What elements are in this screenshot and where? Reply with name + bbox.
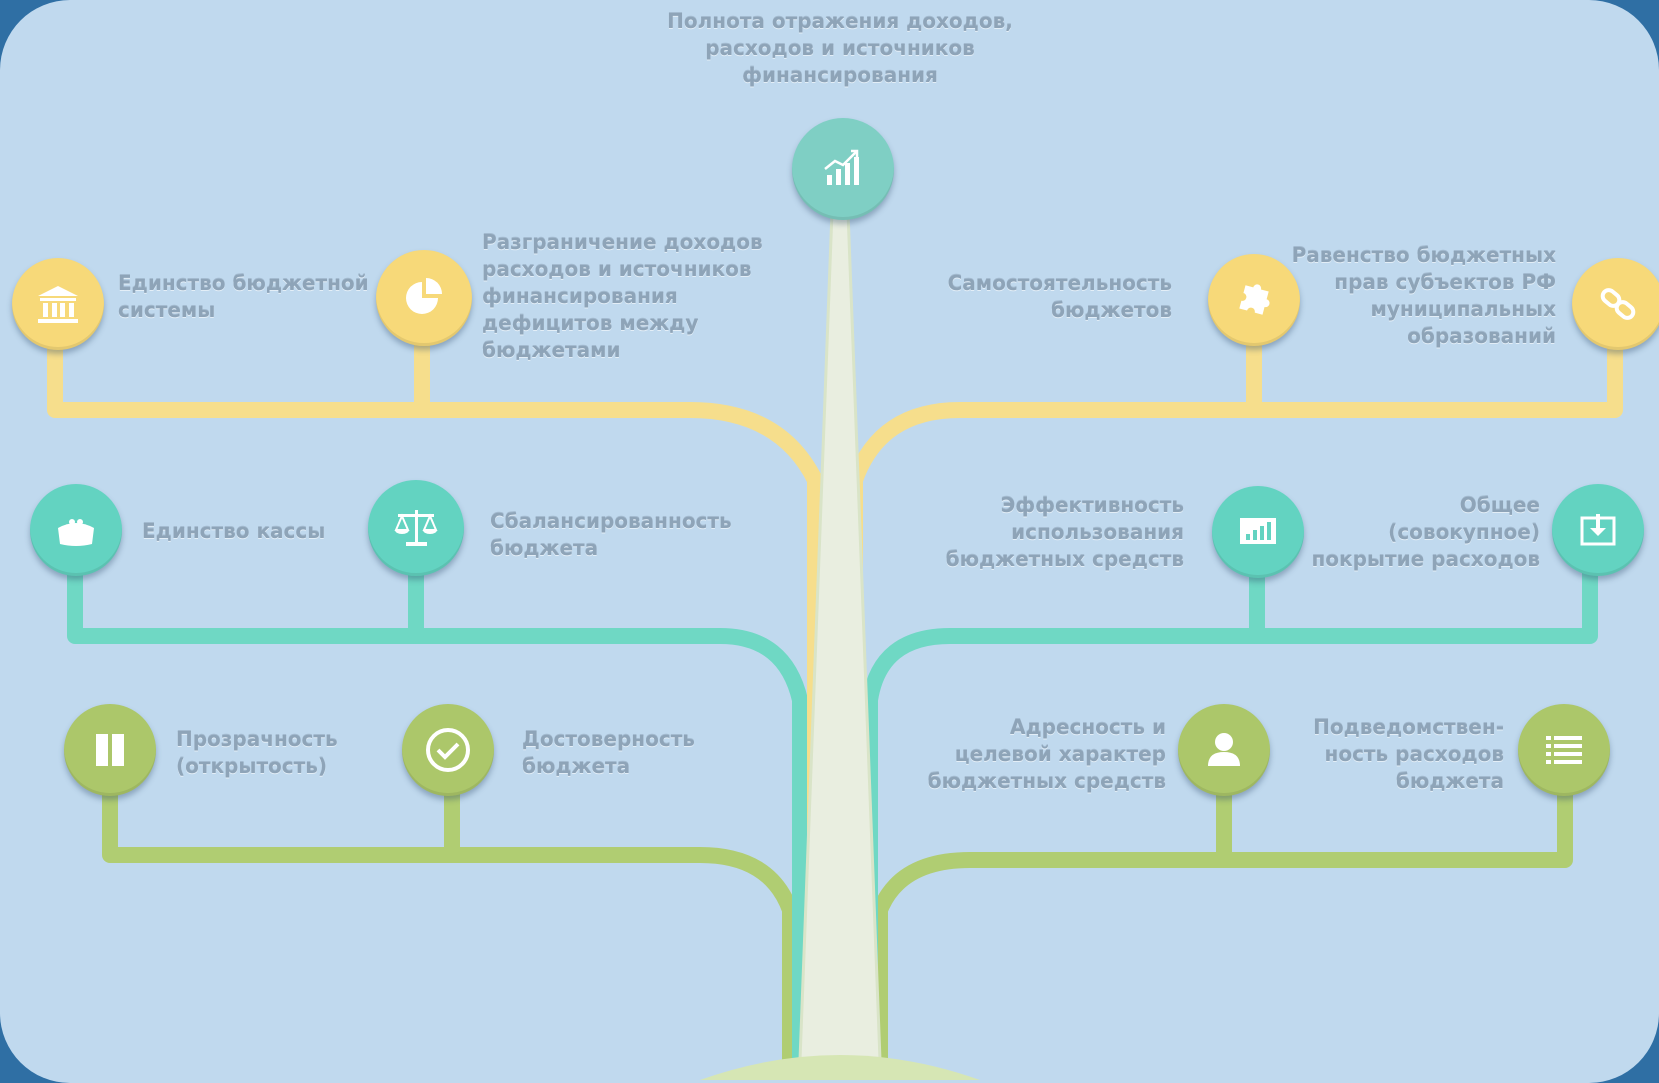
label-efficiency: Эффективность использования бюджетных ср…	[945, 493, 1184, 571]
pie-chart-icon	[406, 278, 442, 314]
node-independence	[1208, 254, 1300, 346]
ground	[700, 1055, 980, 1080]
top-node	[792, 118, 894, 220]
node-targeting	[1178, 704, 1270, 796]
user-icon	[1208, 733, 1240, 766]
label-independence: Самостоятельность бюджетов	[947, 271, 1172, 322]
teal-branch-left	[67, 557, 808, 1068]
node-subordination	[1518, 704, 1610, 796]
label-budget-system-unity: Единство бюджетной системы	[118, 271, 369, 322]
node-total-coverage	[1552, 484, 1644, 576]
node-cash-unity	[30, 484, 122, 576]
growth-chart-icon	[824, 149, 859, 185]
node-reliability	[402, 704, 494, 796]
pause-icon	[96, 734, 124, 766]
label-cash-unity: Единство кассы	[142, 519, 326, 543]
label-total-coverage: Общее (совокупное) покрытие расходов	[1311, 493, 1540, 571]
bank-building-icon	[38, 286, 78, 323]
link-icon	[1600, 288, 1636, 320]
green-branch-left	[102, 752, 798, 1068]
check-circle-icon	[426, 728, 470, 772]
download-box-icon	[1580, 514, 1616, 546]
node-balance	[368, 480, 464, 576]
label-balance: Сбалансированность бюджета	[490, 509, 732, 560]
teal-branch-right	[862, 557, 1598, 1068]
yellow-branch-left	[47, 337, 823, 1068]
label-delimitation: Разграничение доходов расходов и источни…	[482, 230, 763, 362]
node-equality	[1572, 258, 1659, 350]
bar-chart-icon	[1240, 518, 1276, 544]
label-transparency: Прозрачность (открытость)	[176, 727, 338, 778]
top-label: Полнота отражения доходов, расходов и ис…	[667, 9, 1013, 87]
node-delimitation	[376, 250, 472, 346]
label-reliability: Достоверность бюджета	[522, 727, 695, 778]
label-targeting: Адресность и целевой характер бюджетных …	[927, 715, 1166, 793]
purse-icon	[58, 519, 94, 546]
node-transparency	[64, 704, 156, 796]
node-budget-system-unity	[12, 258, 104, 350]
node-efficiency	[1212, 486, 1304, 578]
puzzle-icon	[1239, 284, 1270, 315]
label-subordination: Подведомствен- ность расходов бюджета	[1313, 715, 1504, 793]
list-icon	[1546, 736, 1582, 764]
yellow-branch-right	[847, 337, 1623, 1068]
label-equality: Равенство бюджетных прав субъектов РФ му…	[1291, 243, 1556, 348]
scales-icon	[394, 510, 438, 546]
green-branch-right	[872, 752, 1573, 1068]
